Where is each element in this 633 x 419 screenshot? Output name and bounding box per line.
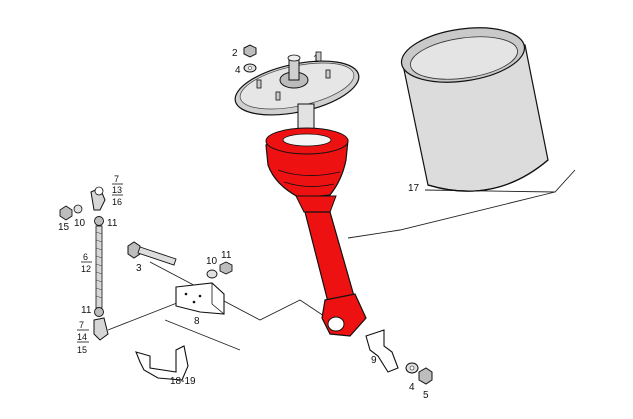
label-part-13-top: 13 — [112, 185, 122, 195]
nut-washer-10-11 — [206, 261, 233, 279]
label-part-14: 14 — [77, 332, 87, 342]
label-part-18-19: 18-19 — [170, 376, 196, 387]
label-part-5: 5 — [423, 390, 429, 401]
top-nuts-2-4 — [243, 44, 257, 73]
nuts-10-15-11 — [59, 204, 104, 226]
label-part-9: 9 — [371, 355, 377, 366]
label-part-10-mid: 10 — [206, 256, 218, 267]
label-part-2: 2 — [232, 48, 238, 59]
label-part-4-bot: 4 — [409, 382, 415, 393]
part-labels: 2 4 1 17 7 13 16 15 10 11 6 12 3 10 11 8… — [58, 48, 429, 401]
label-part-11-mid: 11 — [221, 250, 232, 261]
label-part-4-top: 4 — [235, 65, 241, 76]
label-part-3: 3 — [136, 263, 142, 274]
washers-4-5 — [405, 362, 433, 385]
label-part-12: 12 — [81, 264, 91, 274]
mount-plate-part-8 — [175, 282, 225, 315]
label-part-7-top: 7 — [114, 174, 119, 184]
label-part-17: 17 — [408, 183, 420, 194]
label-part-11-b: 11 — [81, 305, 92, 316]
fraction-bars — [77, 183, 123, 343]
threaded-rod-part-6-12 — [95, 225, 103, 309]
ball-joint-part-7-14-15 — [93, 307, 109, 341]
label-part-11-a: 11 — [107, 218, 118, 229]
label-part-8: 8 — [194, 316, 200, 327]
label-part-6: 6 — [83, 252, 88, 262]
canister-part-17 — [400, 27, 549, 192]
ball-joint-part-7-13-16 — [90, 186, 106, 211]
bracket-part-18-19 — [135, 345, 189, 381]
label-part-1: 1 — [313, 54, 319, 65]
label-part-15-left: 15 — [58, 222, 70, 233]
label-part-10-left: 10 — [74, 218, 86, 229]
top-mount-plate — [234, 51, 360, 116]
label-part-15-bot: 15 — [77, 345, 87, 355]
bracket-part-9 — [365, 329, 399, 373]
shock-absorber-highlighted — [265, 127, 367, 337]
label-part-7-bot: 7 — [79, 320, 84, 330]
bolt-part-3 — [127, 241, 177, 266]
label-part-16: 16 — [112, 197, 122, 207]
